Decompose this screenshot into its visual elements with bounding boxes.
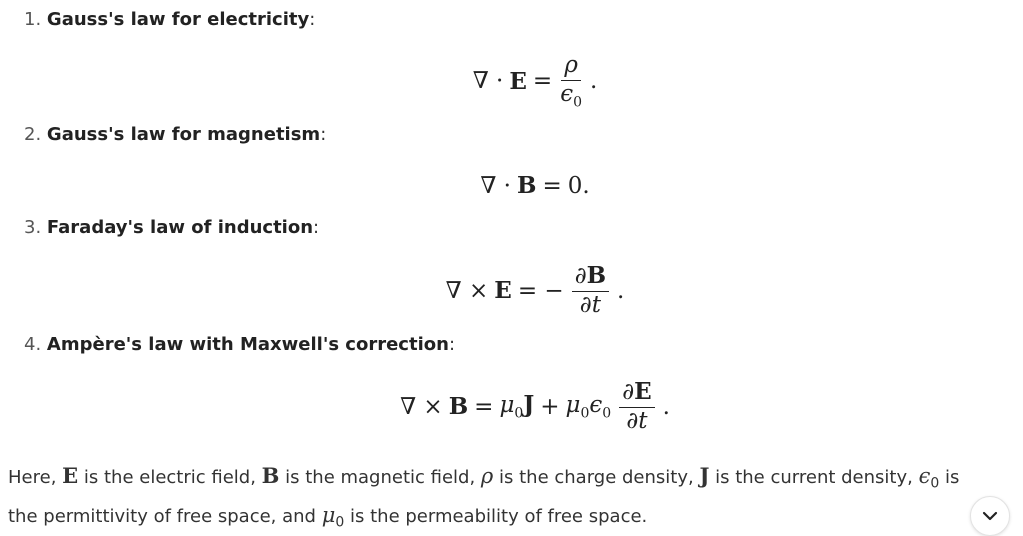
explanation-line-2: the permittivity of free space, and μ0 i… (8, 503, 648, 531)
law-title: Ampère's law with Maxwell's correction (46, 334, 449, 355)
list-item: 2. Gauss's law for magnetism: (24, 124, 327, 145)
list-item: 1. Gauss's law for electricity: (24, 9, 316, 30)
scroll-down-button[interactable] (970, 496, 1010, 536)
law-title: Faraday's law of induction (46, 217, 314, 238)
equation-gauss-magnetism: ∇ ·B=0. (480, 172, 590, 199)
equation-faraday: ∇ ×E= − ∂B∂t. (445, 262, 625, 318)
law-title: Gauss's law for electricity (46, 9, 310, 30)
law-title: Gauss's law for magnetism (46, 124, 321, 145)
chevron-down-icon (982, 511, 998, 521)
list-item: 4. Ampère's law with Maxwell's correctio… (24, 334, 456, 355)
list-item: 3. Faraday's law of induction: (24, 217, 320, 238)
equation-ampere-maxwell: ∇ ×B= μ0J+ μ0ϵ0 ∂E∂t. (400, 378, 670, 434)
explanation-line-1: Here, E is the electric field, B is the … (8, 463, 960, 492)
